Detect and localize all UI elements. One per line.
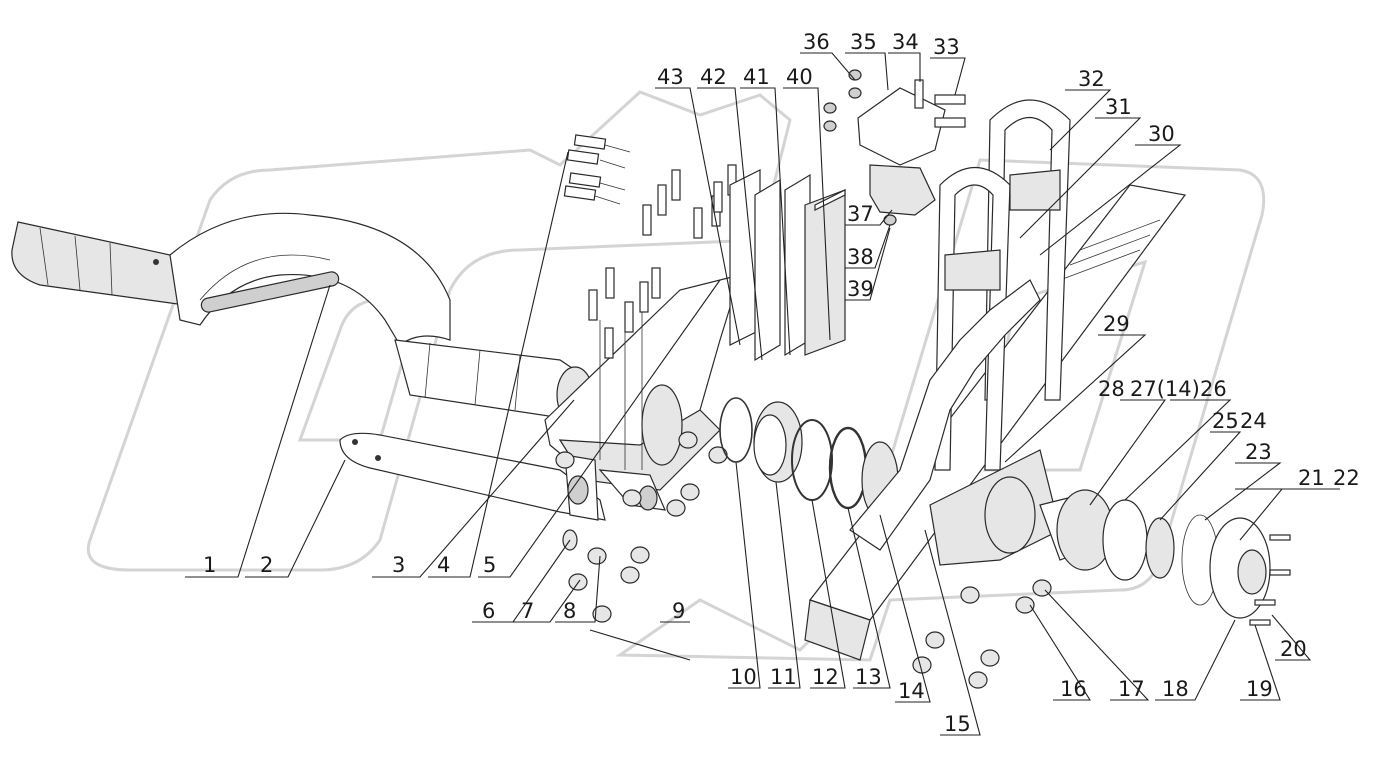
top-bracket (823, 69, 966, 226)
callout-14: 14 (898, 679, 925, 703)
callout-28: 28 (1098, 377, 1125, 401)
bolt-set-left (563, 134, 631, 205)
callout-7: 7 (521, 599, 534, 623)
callout-22: 22 (1333, 466, 1360, 490)
callout-35: 35 (850, 30, 877, 54)
callout-31: 31 (1105, 95, 1132, 119)
callout-24: 24 (1240, 409, 1267, 433)
callout-10: 10 (730, 665, 757, 689)
u-bolts (934, 99, 1071, 471)
callout-29: 29 (1103, 312, 1130, 336)
callout-39: 39 (847, 277, 874, 301)
callout-34: 34 (892, 30, 919, 54)
callout-26: 26 (1200, 377, 1227, 401)
callout-18: 18 (1162, 677, 1189, 701)
nut-set-lower (555, 431, 728, 623)
callout-17: 17 (1118, 677, 1145, 701)
callout-15: 15 (944, 712, 971, 736)
stepped-frame (849, 279, 1061, 566)
callout-6: 6 (482, 599, 495, 623)
callout-labels: 1 2 3 4 5 6 7 8 9 10 11 12 13 14 15 16 1… (203, 30, 1360, 736)
callout-13: 13 (855, 665, 882, 689)
callout-19: 19 (1246, 677, 1273, 701)
callout-8: 8 (563, 599, 576, 623)
callout-33: 33 (933, 35, 960, 59)
callout-27: 27(14) (1130, 377, 1200, 401)
callout-21: 21 (1298, 466, 1325, 490)
callout-42: 42 (700, 65, 727, 89)
callout-12: 12 (812, 665, 839, 689)
callout-32: 32 (1078, 67, 1105, 91)
axle-arm-assembly (11, 212, 594, 424)
callout-23: 23 (1245, 440, 1272, 464)
leader-lines (185, 52, 1340, 736)
hub-assembly (912, 489, 1291, 689)
callout-41: 41 (743, 65, 770, 89)
callout-30: 30 (1148, 122, 1175, 146)
callout-16: 16 (1060, 677, 1087, 701)
callout-37: 37 (847, 202, 874, 226)
link-plate (339, 432, 606, 521)
callout-4: 4 (437, 553, 450, 577)
seal-rings (719, 397, 899, 519)
callout-20: 20 (1280, 637, 1307, 661)
callout-25: 25 (1212, 409, 1239, 433)
callout-3: 3 (392, 553, 405, 577)
callout-9: 9 (672, 599, 685, 623)
callout-43: 43 (657, 65, 684, 89)
callout-1: 1 (203, 553, 216, 577)
callout-5: 5 (483, 553, 496, 577)
plate-stack (729, 169, 846, 362)
callout-2: 2 (260, 553, 273, 577)
callout-38: 38 (847, 245, 874, 269)
callout-36: 36 (803, 30, 830, 54)
callout-11: 11 (770, 665, 797, 689)
callout-40: 40 (786, 65, 813, 89)
